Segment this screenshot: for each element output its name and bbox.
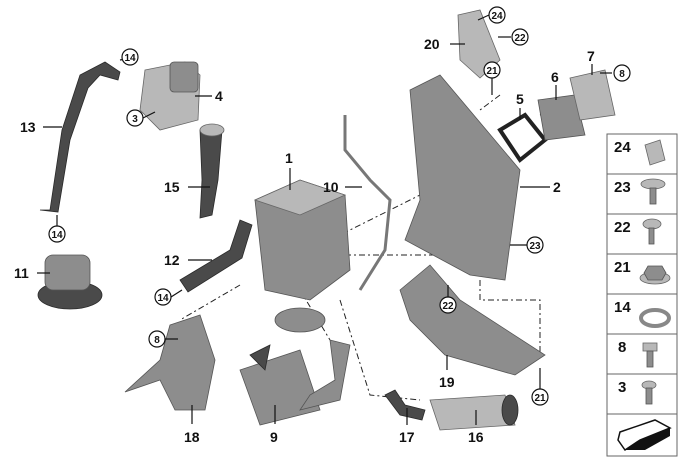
part-10-pipe: [343, 115, 392, 291]
circle-label-21b: 21: [531, 388, 549, 406]
svg-text:14: 14: [614, 299, 631, 316]
circle-label-14c: 14: [154, 288, 172, 306]
part-4-valve: [139, 61, 201, 131]
part-15-hose: [199, 123, 225, 219]
circle-label-14a: 14: [121, 48, 139, 66]
part-9-muffler: [239, 339, 351, 426]
svg-text:24: 24: [614, 139, 631, 156]
svg-text:14: 14: [157, 293, 169, 304]
screw-icon: [640, 178, 666, 190]
svg-text:21: 21: [486, 66, 498, 77]
bolt-icon: [642, 342, 658, 352]
fastener-legend: 24 23 22 21 14 8 3: [606, 133, 678, 457]
legend-item-14: 14: [614, 299, 671, 328]
label-17: 17: [399, 429, 415, 445]
label-18: 18: [184, 429, 200, 445]
svg-text:3: 3: [132, 114, 138, 125]
svg-text:22: 22: [514, 33, 526, 44]
circle-label-8a: 8: [613, 64, 631, 82]
circle-label-22b: 22: [439, 296, 457, 314]
label-16: 16: [468, 429, 484, 445]
label-13: 13: [20, 119, 36, 135]
circle-label-21a: 21: [483, 61, 501, 79]
svg-text:23: 23: [614, 179, 631, 196]
svg-text:14: 14: [51, 230, 63, 241]
part-7-plate: [569, 69, 616, 121]
legend-item-24: 24: [614, 139, 666, 166]
label-5: 5: [516, 91, 524, 107]
part-11-pump: [37, 254, 103, 310]
svg-text:22: 22: [614, 219, 631, 236]
circle-label-14b: 14: [48, 225, 66, 243]
label-12: 12: [164, 252, 180, 268]
legend-item-3: 3: [618, 379, 657, 405]
part-16-pump: [429, 394, 519, 431]
svg-text:24: 24: [491, 11, 503, 22]
part-18-bracket: [124, 314, 216, 411]
label-10: 10: [323, 179, 339, 195]
label-20: 20: [424, 36, 440, 52]
svg-text:3: 3: [618, 379, 626, 396]
part-17-hose: [384, 389, 426, 421]
svg-text:14: 14: [124, 53, 136, 64]
label-11: 11: [14, 265, 29, 281]
part-12-hose: [179, 219, 253, 293]
svg-text:21: 21: [614, 259, 631, 276]
svg-text:21: 21: [534, 393, 546, 404]
label-2: 2: [553, 179, 561, 195]
label-4: 4: [215, 88, 223, 104]
part-6-plate: [537, 94, 586, 141]
circle-label-22a: 22: [511, 28, 529, 46]
circle-label-23: 23: [526, 236, 544, 254]
label-9: 9: [270, 429, 278, 445]
part-2-bracket: [404, 74, 521, 281]
circled-labels: 3 8 8 14 14 14 21 21 22 22 23 24: [48, 6, 631, 406]
circle-label-3: 3: [126, 109, 144, 127]
label-19: 19: [439, 374, 455, 390]
label-6: 6: [551, 69, 559, 85]
label-15: 15: [164, 179, 180, 195]
legend-item-21: 21: [614, 259, 671, 285]
svg-text:23: 23: [529, 241, 541, 252]
direction-arrow-icon: [617, 419, 672, 452]
svg-text:8: 8: [618, 339, 626, 356]
part-13-hose: [39, 61, 121, 213]
svg-text:22: 22: [442, 301, 454, 312]
part-1-heater: [253, 179, 351, 333]
circle-label-24: 24: [488, 6, 506, 24]
legend-item-8: 8: [618, 339, 658, 368]
legend-item-22: 22: [614, 218, 662, 245]
circle-label-8b: 8: [148, 330, 166, 348]
legend-item-23: 23: [614, 178, 666, 205]
label-1: 1: [285, 150, 293, 166]
part-5-seal: [497, 112, 548, 163]
hose-clamp-icon: [639, 308, 671, 328]
part-19-shield: [399, 264, 546, 376]
svg-text:8: 8: [154, 335, 160, 346]
clip-icon: [644, 139, 666, 166]
part-labels: 1 2 4 5 6 7 9 10 11 12 13 15 16 17 18 19…: [14, 36, 595, 445]
label-7: 7: [587, 48, 595, 64]
svg-text:8: 8: [619, 69, 625, 80]
screw-icon: [642, 218, 662, 230]
